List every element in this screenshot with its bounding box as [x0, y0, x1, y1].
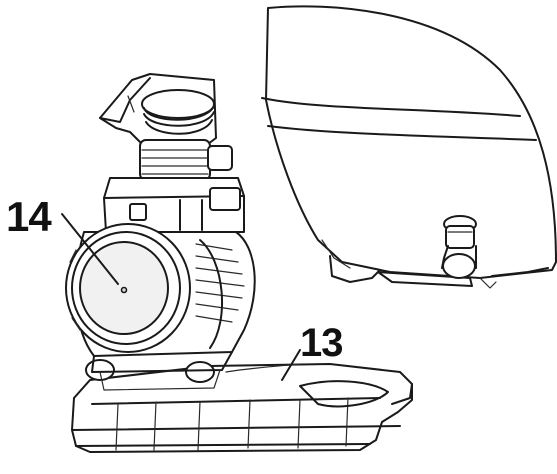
pump-inlet-elbow	[99, 73, 233, 181]
callout-label-13: 13	[300, 321, 343, 365]
housing	[261, 5, 557, 289]
leader-line-13	[281, 349, 301, 381]
pump-upper-block	[103, 177, 245, 233]
base-plate	[71, 359, 413, 453]
pump	[65, 73, 256, 391]
housing-outlet	[441, 215, 477, 279]
leader-line-14	[61, 213, 119, 285]
callout-label-14: 14	[6, 193, 52, 240]
